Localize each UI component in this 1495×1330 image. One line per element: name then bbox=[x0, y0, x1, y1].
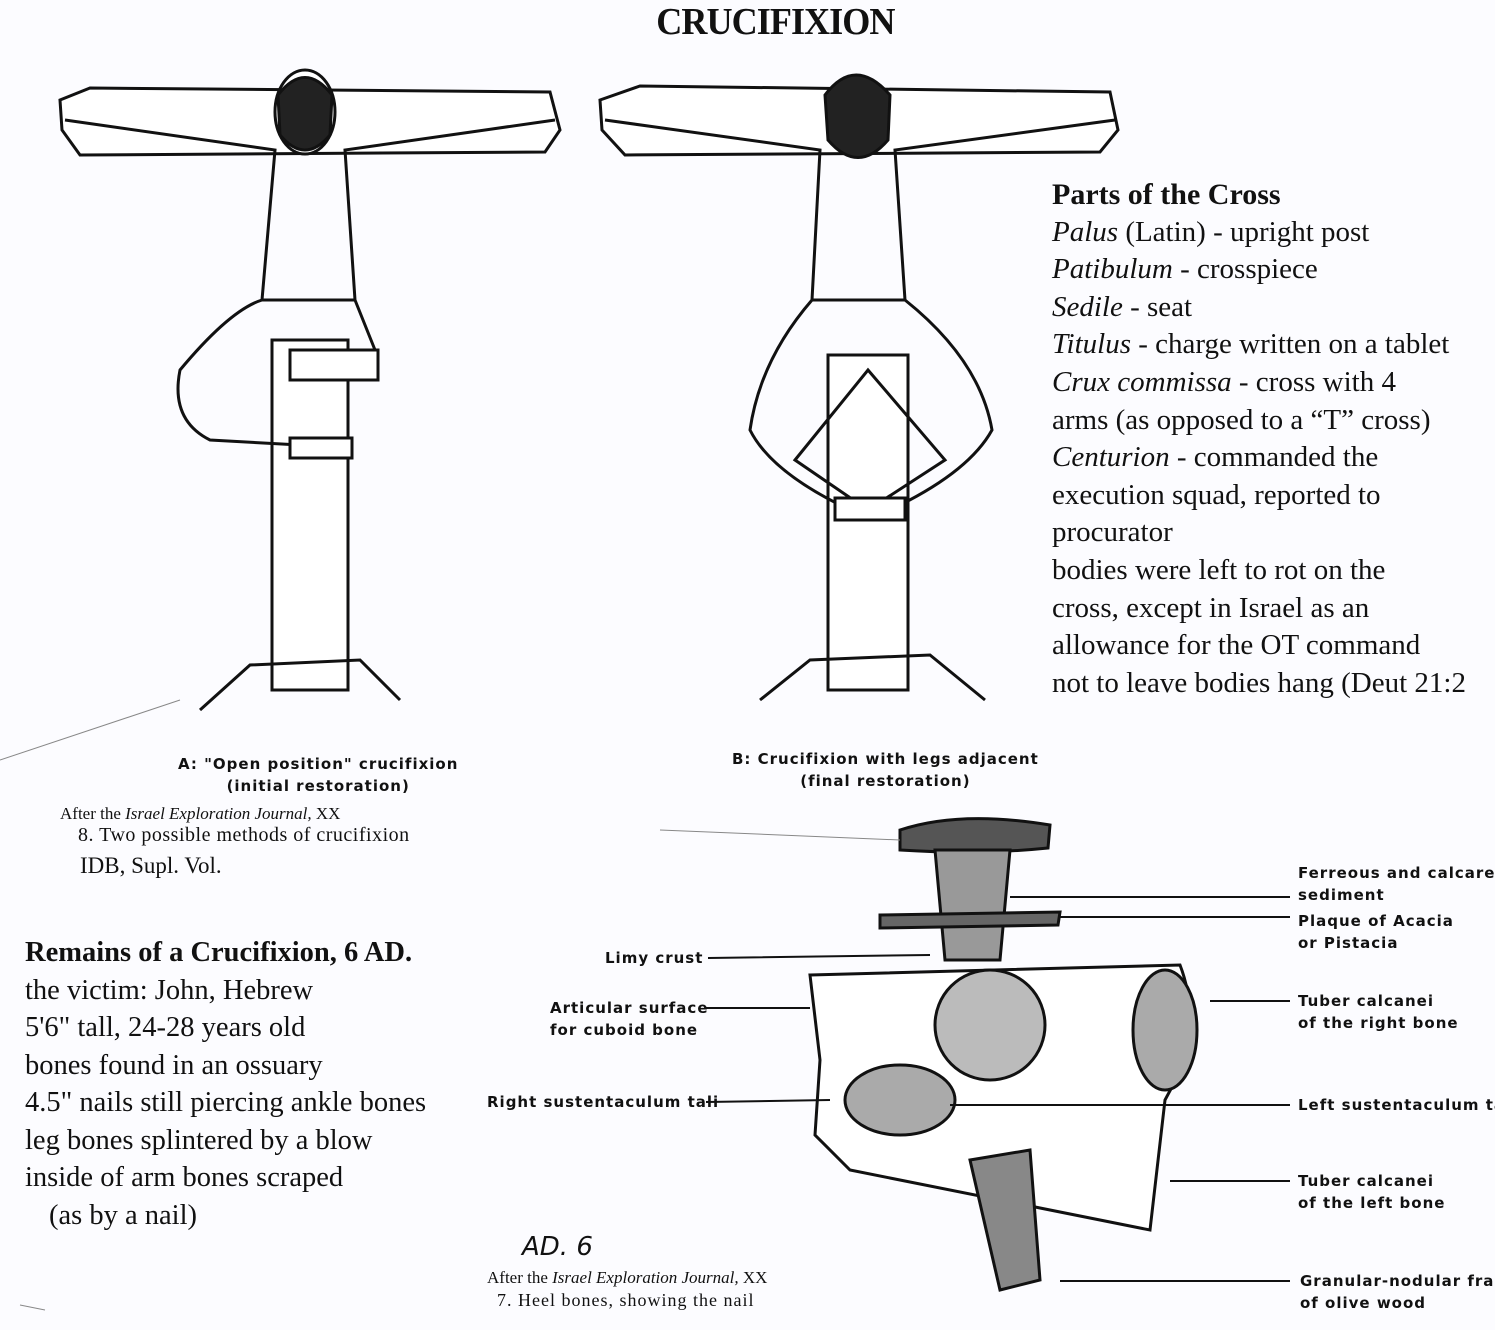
figure8-title: 8. Two possible methods of crucifixion bbox=[78, 824, 410, 846]
remains-line: inside of arm bones scraped bbox=[25, 1162, 344, 1193]
figure8-source: After the Israel Exploration Journal, XX bbox=[60, 804, 341, 823]
parts-line: procurator bbox=[1052, 516, 1173, 549]
part-titulus: Titulus - charge written on a tablet bbox=[1052, 328, 1450, 361]
remains-line: 4.5" nails still piercing ankle bones bbox=[25, 1087, 427, 1118]
part-palus: Palus (Latin) - upright post bbox=[1052, 215, 1370, 248]
remains-line: (as by a nail) bbox=[49, 1199, 197, 1231]
remains-line: bones found in an ossuary bbox=[25, 1049, 323, 1081]
part-centurion: Centurion - commanded the bbox=[1052, 441, 1379, 474]
part-sedile: Sedile - seat bbox=[1052, 290, 1193, 323]
remains-heading: Remains of a Crucifixion, 6 AD. bbox=[25, 937, 413, 968]
caption-b: B: Crucifixion with legs adjacent(final … bbox=[732, 750, 1039, 790]
label-left-sustentaculum: Left sustentaculum tali bbox=[1298, 1096, 1495, 1114]
cross-a-illustration bbox=[58, 68, 562, 712]
parts-line: not to leave bodies hang (Deut 21:2 bbox=[1052, 666, 1466, 699]
parts-line: cross, except in Israel as an bbox=[1052, 591, 1370, 624]
remains-line: 5'6" tall, 24-28 years old bbox=[25, 1012, 306, 1043]
parts-line: arms (as opposed to a “T” cross) bbox=[1052, 403, 1431, 436]
parts-of-the-cross: Parts of the Cross Palus (Latin) - uprig… bbox=[1052, 176, 1466, 702]
figure8-ref: IDB, Supl. Vol. bbox=[80, 853, 222, 878]
parts-line: execution squad, reported to bbox=[1052, 478, 1381, 511]
page-title: CRUCIFIXION bbox=[656, 1, 895, 43]
parts-line: allowance for the OT command bbox=[1052, 629, 1421, 662]
part-patibulum: Patibulum - crosspiece bbox=[1052, 253, 1318, 286]
remains-line: leg bones splintered by a blow bbox=[25, 1124, 373, 1156]
figure7-title: 7. Heel bones, showing the nail bbox=[497, 1290, 755, 1310]
heel-bones-illustration bbox=[705, 817, 1290, 1292]
label-ferreous-sediment: Ferreous and calcareousediment bbox=[1298, 864, 1495, 904]
remains-line: the victim: John, Hebrew bbox=[25, 974, 314, 1006]
figure7-source: After the Israel Exploration Journal, XX bbox=[487, 1268, 768, 1287]
cross-b-illustration bbox=[598, 73, 1120, 702]
caption-a: A: "Open position" crucifixion(initial r… bbox=[178, 755, 459, 795]
handwritten-date: AD. 6 bbox=[522, 1232, 593, 1262]
label-right-sustentaculum: Right sustentaculum tali bbox=[487, 1093, 720, 1111]
remains-block: Remains of a Crucifixion, 6 AD. the vict… bbox=[25, 934, 426, 1234]
label-limy-crust: Limy crust bbox=[605, 949, 704, 967]
parts-line: bodies were left to rot on the bbox=[1052, 553, 1386, 586]
part-crux-commissa: Crux commissa - cross with 4 bbox=[1052, 365, 1396, 398]
parts-heading: Parts of the Cross bbox=[1052, 178, 1281, 211]
